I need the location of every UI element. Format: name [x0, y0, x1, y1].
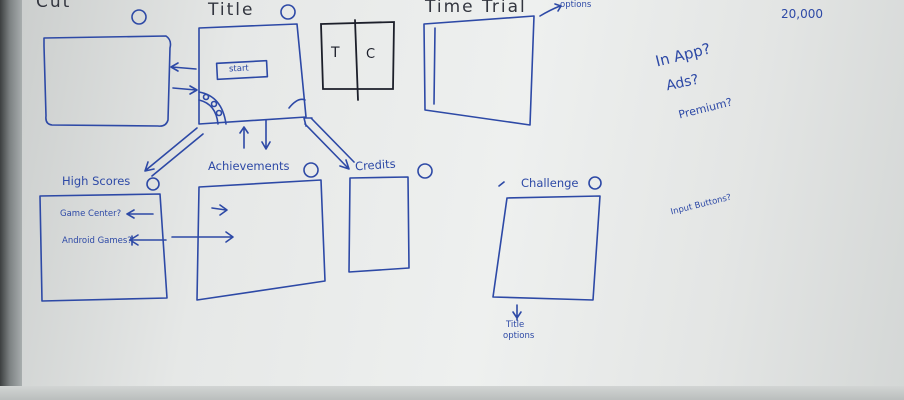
time-trial-arrow	[539, 3, 562, 17]
badge-topleft	[131, 9, 147, 25]
whiteboard-frame-left	[0, 0, 22, 400]
label-tab-c: C	[366, 47, 376, 62]
badge-credits	[417, 163, 433, 179]
screen-box-credits	[348, 176, 410, 273]
label-android-games: Android Games?	[62, 236, 132, 246]
screen-box-title	[198, 23, 307, 125]
label-game-center: Game Center?	[60, 209, 122, 219]
time-trial-inner-line	[433, 27, 436, 105]
label-high-scores: High Scores	[62, 174, 131, 188]
arrow-topleft-to-title	[172, 85, 198, 95]
label-tab-t: T	[331, 45, 340, 61]
title-corner-arc-inner	[198, 99, 219, 125]
label-title-options-2: options	[503, 331, 535, 341]
label-time-trial-note: options	[560, 0, 592, 10]
screen-box-challenge	[492, 195, 601, 301]
label-title-options-1: Title	[506, 320, 525, 330]
label-title: Title	[208, 0, 255, 20]
arrow-to-credits	[303, 117, 355, 170]
arrow-game-center	[126, 209, 154, 219]
arrow-down-achievements	[261, 119, 271, 150]
title-corner-small	[288, 98, 306, 109]
label-credits: Credits	[354, 156, 397, 174]
arrow-title-to-topleft	[170, 62, 197, 72]
arrow-up-achievements	[239, 126, 249, 149]
title-corner-dot-1	[202, 93, 210, 101]
label-challenge: Challenge	[521, 176, 579, 190]
badge-challenge	[588, 176, 602, 190]
label-start-button: start	[228, 63, 250, 75]
screen-box-achievements	[196, 179, 326, 301]
challenge-dash	[498, 181, 505, 187]
title-corner-arc	[198, 91, 227, 125]
title-corner-dot-3	[215, 109, 223, 117]
arrow-achievements-1	[211, 204, 228, 216]
tc-divider	[354, 19, 359, 101]
badge-achievements	[303, 162, 319, 178]
label-achievements: Achievements	[208, 159, 290, 173]
screen-box-time-trial	[423, 15, 535, 126]
title-corner-dot-2	[210, 100, 218, 108]
title-cut-top-left: Cut	[36, 0, 72, 12]
whiteboard-tray	[0, 386, 904, 400]
arrow-achievements-2	[171, 231, 234, 243]
badge-high-scores	[146, 177, 160, 191]
challenge-pointer	[512, 304, 522, 321]
label-time-trial: Time Trial	[425, 0, 527, 17]
start-button-box	[215, 59, 269, 81]
tc-box	[320, 21, 395, 90]
arrow-to-high-scores	[144, 127, 204, 177]
badge-title	[280, 4, 296, 20]
screen-box-topleft	[43, 35, 172, 127]
screen-box-high-scores	[39, 193, 168, 302]
arrow-android-games	[129, 234, 167, 246]
label-number: 20,000	[781, 7, 823, 21]
